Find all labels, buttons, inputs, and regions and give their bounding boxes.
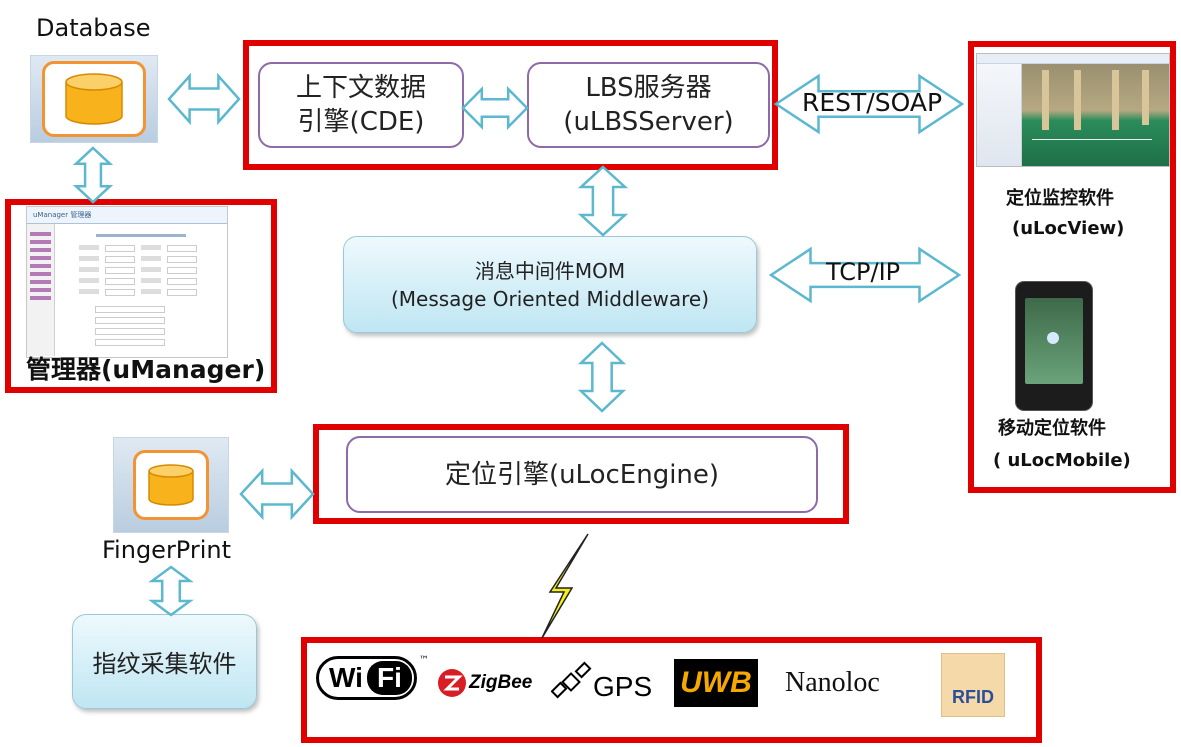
database-tile[interactable] (30, 55, 158, 143)
cde-lbs-arrow-shape (461, 85, 529, 131)
nanoloc-logo: Nanoloc (785, 667, 880, 699)
locview-line1: 定位监控软件 (1006, 188, 1114, 209)
technologies-frame (301, 637, 1042, 743)
locview-3d-scene (1022, 64, 1169, 166)
mom-line2: (Message Oriented Middleware) (390, 286, 710, 311)
fingerprint-icon-frame (133, 450, 209, 520)
manager-screenshot[interactable]: uManager 管理器 (26, 206, 228, 358)
lbs-server-box[interactable]: LBS服务器 (uLBSServer) (527, 62, 770, 148)
lightning-bolt-icon (541, 533, 589, 639)
engine-label: 定位引擎(uLocEngine) (444, 459, 720, 490)
locview-line2: (uLocView) (1012, 218, 1125, 239)
mom-line1: 消息中间件MOM (474, 258, 626, 283)
manager-label: 管理器(uManager) (26, 355, 266, 384)
cde-line1: 上下文数据 (295, 73, 426, 103)
locmobile-line1: 移动定位软件 (998, 418, 1106, 439)
wifi-logo: Wi Fi ™ (316, 655, 429, 701)
cde-line2: 引擎(CDE) (297, 107, 425, 137)
lbs-line2: (uLBSServer) (563, 107, 734, 137)
database-icon-frame (42, 61, 146, 137)
lbs-mom-arrow-shape (577, 165, 629, 237)
database-cylinder-icon (65, 73, 123, 125)
fingerprint-engine-arrow-shape (239, 467, 315, 521)
engine-box[interactable]: 定位引擎(uLocEngine) (346, 436, 818, 513)
engine-frame (313, 424, 849, 524)
db-manager-arrow-shape (72, 146, 114, 204)
manager-titlebar: uManager 管理器 (27, 207, 227, 224)
zigbee-text: ZigBee (469, 672, 533, 693)
fingerprint-collector-arrow-shape (148, 565, 194, 617)
locmobile-screen (1025, 298, 1083, 384)
uwb-text: UWB (680, 666, 752, 699)
lbs-clients-arrow (773, 73, 965, 135)
mom-clients-arrow-shape (768, 246, 962, 304)
locview-screenshot[interactable] (976, 53, 1170, 167)
gps-text: GPS (593, 671, 653, 702)
mom-engine-arrow-shape (577, 341, 627, 413)
db-manager-arrow (72, 146, 114, 204)
cde-box[interactable]: 上下文数据 引擎(CDE) (258, 62, 464, 148)
db-cde-arrow-shape (167, 72, 241, 126)
cde-lbs-arrow (461, 85, 529, 131)
collector-box[interactable]: 指纹采集软件 (72, 614, 257, 709)
rfid-logo: RFID (941, 653, 1005, 717)
lbs-line1: LBS服务器 (585, 73, 712, 103)
rest-soap-label: REST/SOAP (802, 88, 943, 117)
database-cylinder-icon (148, 464, 194, 506)
tcp-ip-label: TCP/IP (826, 258, 901, 286)
locmobile-line2: ( uLocMobile) (993, 450, 1131, 471)
mom-engine-arrow (577, 341, 627, 413)
zigbee-logo: ZigBee (437, 668, 532, 698)
manager-frame (5, 199, 277, 393)
db-cde-arrow (167, 72, 241, 126)
gps-logo: GPS (551, 660, 652, 704)
uwb-logo: UWB (674, 659, 758, 707)
server-group-frame (243, 40, 778, 170)
wifi-right-text: Fi (366, 661, 412, 695)
nanoloc-text: Nanoloc (785, 667, 880, 698)
lbs-mom-arrow (577, 165, 629, 237)
fingerprint-tile[interactable] (113, 437, 229, 533)
manager-form-area (55, 224, 227, 356)
wifi-left-text: Wi (329, 662, 363, 693)
collector-label: 指纹采集软件 (92, 650, 237, 678)
database-label: Database (36, 14, 151, 42)
zigbee-z-icon (438, 669, 466, 697)
locmobile-phone[interactable] (1016, 282, 1092, 410)
manager-sidebar (27, 224, 55, 356)
manager-screen-title: uManager 管理器 (33, 211, 92, 219)
fingerprint-engine-arrow (239, 467, 315, 521)
lbs-clients-arrow-shape (773, 73, 965, 135)
mom-box[interactable]: 消息中间件MOM (Message Oriented Middleware) (343, 236, 757, 333)
fingerprint-label: FingerPrint (102, 536, 232, 564)
rfid-text: RFID (952, 687, 994, 707)
mom-clients-arrow (768, 246, 962, 304)
satellite-icon (551, 661, 592, 699)
wifi-trademark: ™ (418, 655, 429, 666)
locview-sidebar (977, 64, 1022, 166)
clients-frame (968, 41, 1176, 493)
fingerprint-collector-arrow (148, 565, 194, 617)
